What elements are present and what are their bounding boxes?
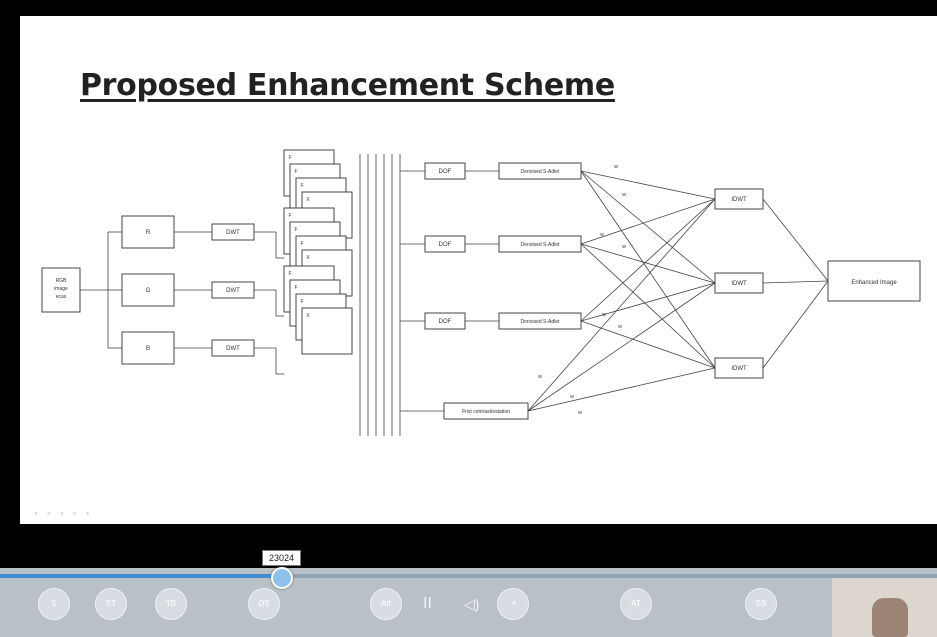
weight-label: w <box>570 394 574 400</box>
weighted-edge <box>580 198 716 245</box>
share-button[interactable]: ↗ <box>497 588 529 620</box>
subband-label: F <box>288 155 291 161</box>
fuse-label: Frist contrast/estation <box>462 409 510 415</box>
input-box <box>41 267 81 313</box>
dof-label: DOF <box>439 169 452 175</box>
subband-label: X <box>306 313 310 319</box>
subband-label: F <box>294 285 297 291</box>
input-label: ecas <box>56 294 67 300</box>
step-button[interactable]: ST <box>95 588 127 620</box>
subband-label: F <box>288 213 291 219</box>
weighted-edge <box>580 282 716 322</box>
channel-box <box>121 273 175 307</box>
denoised-label: Denoised S-Adlet <box>521 242 561 248</box>
subband-label: X <box>306 255 310 261</box>
weighted-edge <box>527 367 716 412</box>
volume-icon[interactable]: ◁) <box>464 596 480 612</box>
weight-label: w <box>538 374 542 380</box>
dwt-label: DWT <box>226 346 240 352</box>
pause-button[interactable]: II <box>423 595 432 612</box>
weight-label: w <box>622 192 626 198</box>
subband-label: F <box>294 227 297 233</box>
weighted-edge <box>527 282 716 412</box>
output-box <box>827 260 921 302</box>
enhancement-diagram: RGB image ecas R DWT F F F X G DWT F F F X B DWT F F F X DOF D… <box>41 149 921 436</box>
idwt-label: IDWT <box>731 366 747 372</box>
avatar <box>872 598 908 637</box>
dof-label: DOF <box>439 242 452 248</box>
weighted-edge <box>580 198 716 322</box>
channel-label: R <box>146 230 151 236</box>
input-label: RGB <box>56 278 68 284</box>
channel-label: B <box>146 346 150 352</box>
weight-label: w <box>578 410 582 416</box>
weighted-edge <box>580 170 716 200</box>
rewind-button[interactable]: 5 <box>38 588 70 620</box>
dof-label: DOF <box>439 319 452 325</box>
weighted-edge <box>580 320 716 369</box>
slide-nav-dots: • • • • • <box>34 508 93 520</box>
time-tooltip: 23024 <box>262 550 302 566</box>
ds-button[interactable]: DS <box>248 588 280 620</box>
weight-label: w <box>622 244 626 250</box>
weight-label: w <box>618 324 622 330</box>
subband-label: F <box>288 271 291 277</box>
weighted-edge <box>580 170 716 284</box>
subband-label: X <box>306 197 310 203</box>
weighted-edge <box>580 243 716 284</box>
denoised-label: Denoised S-Adlet <box>521 169 561 175</box>
output-label: Enhanced Image <box>851 280 897 286</box>
input-label: image <box>54 286 68 292</box>
subband-box <box>301 307 353 355</box>
toolbar-button[interactable]: TB <box>155 588 187 620</box>
idwt-label: IDWT <box>731 281 747 287</box>
progress-track[interactable] <box>0 574 937 578</box>
at-button[interactable]: AT <box>620 588 652 620</box>
channel-box <box>121 331 175 365</box>
ss-button[interactable]: SS <box>745 588 777 620</box>
subband-label: F <box>300 183 303 189</box>
idwt-to-output-line <box>762 280 829 369</box>
att-button[interactable]: Att <box>370 588 402 620</box>
idwt-to-output-line <box>762 280 829 284</box>
weight-label: w <box>602 312 606 318</box>
dwt-label: DWT <box>226 230 240 236</box>
weighted-edge <box>527 198 716 412</box>
subband-label: F <box>300 299 303 305</box>
weighted-edge <box>580 170 716 369</box>
weighted-edge <box>580 243 716 369</box>
progress-fill <box>0 574 282 578</box>
subband-label: F <box>300 241 303 247</box>
progress-handle[interactable] <box>271 567 294 589</box>
slide-title: Proposed Enhancement Scheme <box>80 68 615 103</box>
idwt-to-output-line <box>762 198 829 282</box>
weight-label: w <box>614 164 618 170</box>
denoised-label: Denoised S-Adlet <box>521 319 561 325</box>
channel-label: G <box>146 288 151 294</box>
idwt-label: IDWT <box>731 197 747 203</box>
dwt-label: DWT <box>226 288 240 294</box>
weight-label: w <box>600 232 604 238</box>
subband-label: F <box>294 169 297 175</box>
